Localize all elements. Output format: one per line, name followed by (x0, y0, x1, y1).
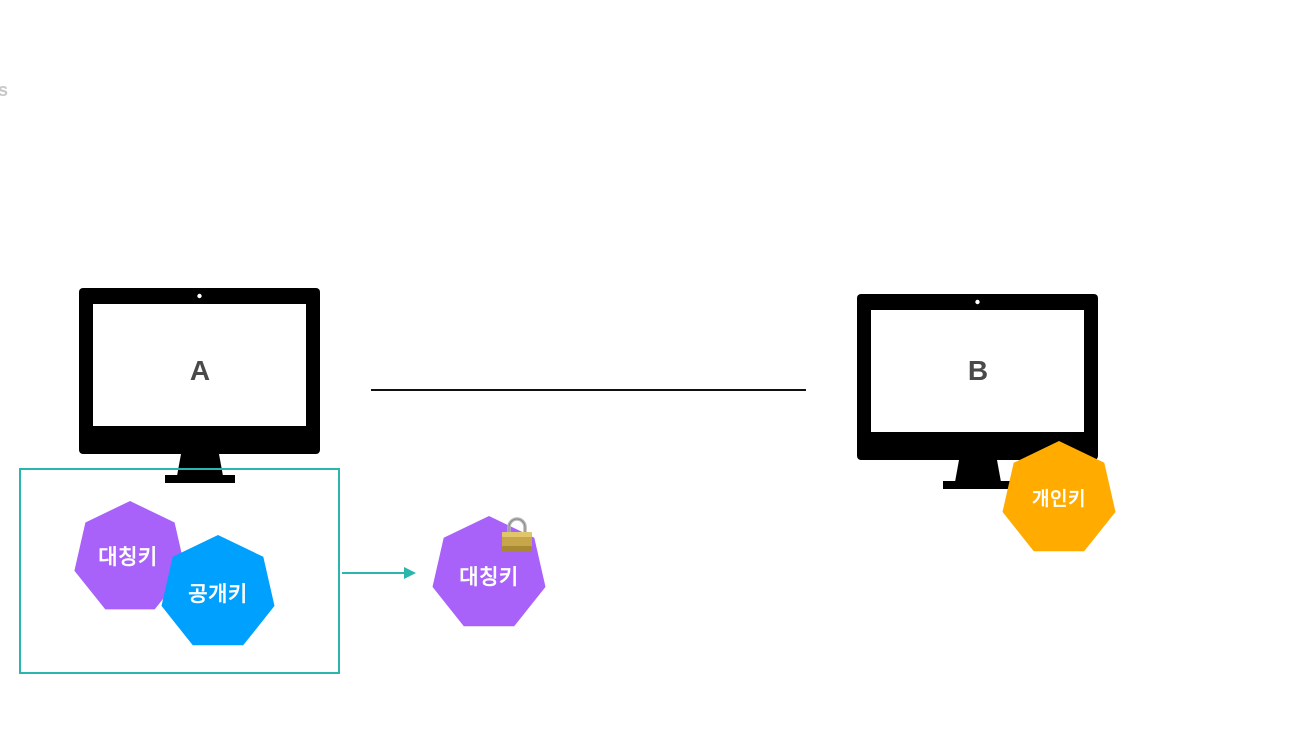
monitor-a-icon (79, 288, 320, 483)
corner-text: s (0, 80, 9, 100)
computer-b (857, 294, 1099, 490)
public-key-heptagon: 공개키 (159, 534, 277, 652)
private-key-label: 개인키 (1032, 487, 1086, 510)
key-bundle-box (19, 468, 340, 674)
computer-a (79, 288, 321, 484)
computer-b-label: B (967, 355, 989, 386)
network-connection-line (371, 389, 806, 391)
encrypted-symmetric-key-label: 대칭키 (459, 565, 519, 589)
padlock-icon (500, 516, 534, 559)
symmetric-key-label: 대칭키 (98, 545, 158, 569)
encrypt-arrow (342, 563, 418, 588)
private-key-heptagon: 개인키 (1000, 440, 1118, 558)
public-key-label: 공개키 (188, 582, 248, 606)
monitor-b-icon (857, 294, 1098, 489)
symmetric-key-heptagon: 대칭키 (72, 500, 188, 616)
computer-a-label: A (189, 355, 211, 386)
